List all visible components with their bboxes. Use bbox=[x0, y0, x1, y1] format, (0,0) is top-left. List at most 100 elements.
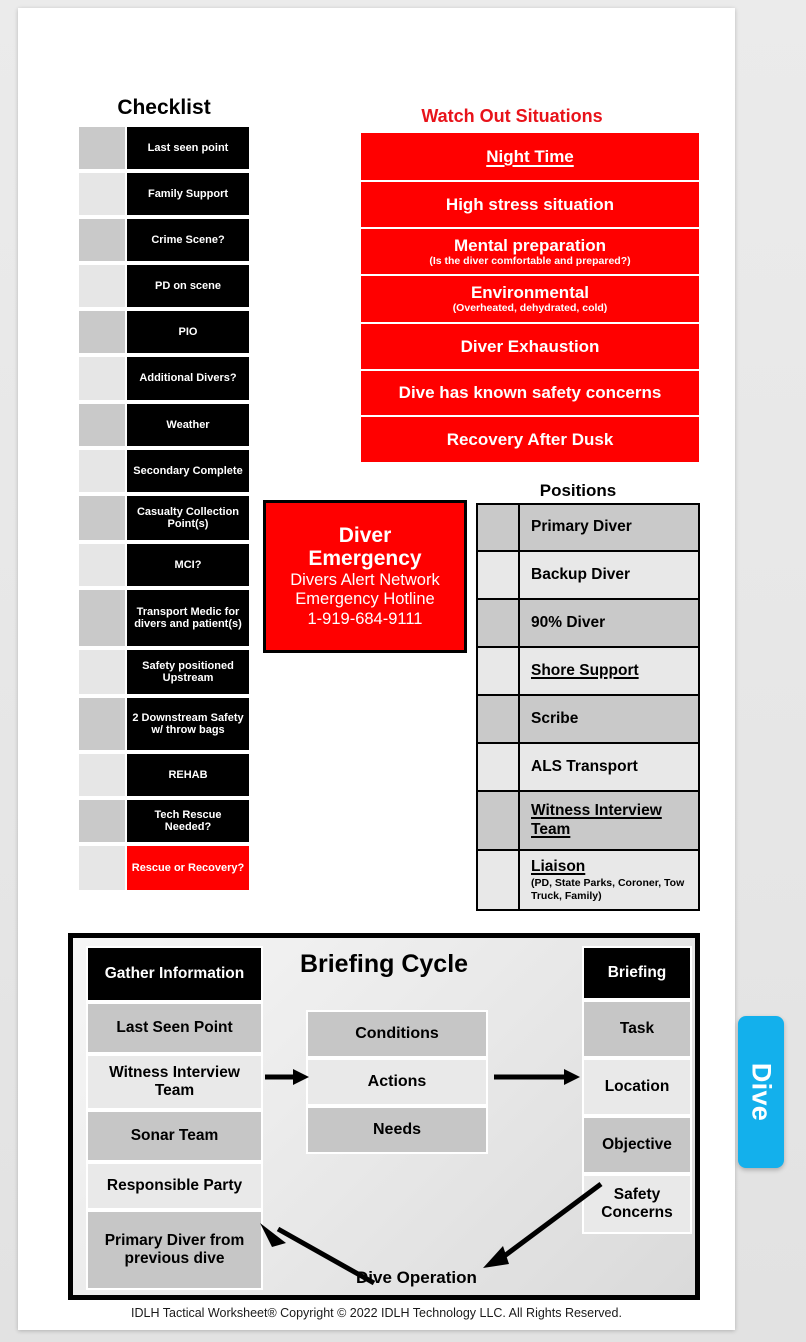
checklist-checkbox[interactable] bbox=[78, 449, 126, 493]
dive-side-tab[interactable]: Dive bbox=[738, 1016, 784, 1168]
positions-checkbox[interactable] bbox=[478, 600, 520, 646]
checklist-row: PIO bbox=[78, 310, 250, 354]
positions-item-cell: Backup Diver bbox=[520, 552, 698, 598]
checklist-checkbox[interactable] bbox=[78, 356, 126, 401]
positions-row: Primary Diver bbox=[478, 505, 698, 552]
watch-out-main-text: Diver Exhaustion bbox=[460, 336, 600, 356]
positions-item-cell: Shore Support bbox=[520, 648, 698, 694]
positions-row: Liaison(PD, State Parks, Coroner, Tow Tr… bbox=[478, 851, 698, 909]
checklist-title: Checklist bbox=[117, 96, 211, 119]
positions-item-label: Backup Diver bbox=[531, 565, 631, 583]
positions-item-cell: 90% Diver bbox=[520, 600, 698, 646]
checklist-row: Crime Scene? bbox=[78, 218, 250, 262]
checklist-item-label: Additional Divers? bbox=[126, 356, 250, 401]
positions-checkbox[interactable] bbox=[478, 696, 520, 742]
checklist-row: Family Support bbox=[78, 172, 250, 216]
briefing-left-cell: Sonar Team bbox=[86, 1110, 263, 1162]
checklist-row: Last seen point bbox=[78, 126, 250, 170]
positions-row: ALS Transport bbox=[478, 744, 698, 792]
dive-side-tab-label: Dive bbox=[746, 1062, 777, 1122]
briefing-middle-cell: Conditions bbox=[306, 1010, 488, 1058]
positions-checkbox[interactable] bbox=[478, 552, 520, 598]
briefing-left-cell: Primary Diver from previous dive bbox=[86, 1210, 263, 1290]
checklist-checkbox[interactable] bbox=[78, 218, 126, 262]
watch-out-main-text: High stress situation bbox=[445, 194, 615, 214]
briefing-cycle-title: Briefing Cycle bbox=[299, 950, 469, 978]
emergency-line-2: Emergency bbox=[308, 547, 422, 571]
checklist-item-label: Crime Scene? bbox=[126, 218, 250, 262]
positions-item-label: Primary Diver bbox=[531, 518, 632, 536]
watch-out-sub-text: (Is the diver comfortable and prepared?) bbox=[429, 254, 631, 267]
positions-checkbox[interactable] bbox=[478, 744, 520, 790]
briefing-left-cell: Responsible Party bbox=[86, 1162, 263, 1210]
watch-out-sub-text: (Overheated, dehydrated, cold) bbox=[452, 302, 608, 315]
checklist-item-label: PIO bbox=[126, 310, 250, 354]
checklist-checkbox[interactable] bbox=[78, 495, 126, 541]
positions-checkbox[interactable] bbox=[478, 505, 520, 550]
checklist-checkbox[interactable] bbox=[78, 172, 126, 216]
positions-item-label: ALS Transport bbox=[531, 757, 638, 775]
positions-item-cell: ALS Transport bbox=[520, 744, 698, 790]
positions-checkbox[interactable] bbox=[478, 792, 520, 849]
briefing-left-cell: Witness Interview Team bbox=[86, 1054, 263, 1110]
watch-out-row: Night Time bbox=[360, 132, 700, 181]
checklist-checkbox[interactable] bbox=[78, 543, 126, 587]
checklist-checkbox[interactable] bbox=[78, 845, 126, 891]
positions-item-label: Witness Interview Team bbox=[531, 801, 662, 838]
positions-checkbox[interactable] bbox=[478, 851, 520, 909]
positions-item-label: Shore Support bbox=[531, 661, 639, 679]
checklist-checkbox[interactable] bbox=[78, 799, 126, 843]
checklist-row: Tech Rescue Needed? bbox=[78, 799, 250, 843]
checklist-item-label: REHAB bbox=[126, 753, 250, 797]
checklist-row: PD on scene bbox=[78, 264, 250, 308]
briefing-right-cell: Briefing bbox=[582, 946, 692, 1000]
checklist-checkbox[interactable] bbox=[78, 264, 126, 308]
positions-item-cell: Scribe bbox=[520, 696, 698, 742]
arrow-left-to-middle-icon bbox=[265, 1069, 309, 1085]
checklist-row: Weather bbox=[78, 403, 250, 447]
checklist-item-label: Last seen point bbox=[126, 126, 250, 170]
positions-row: Witness Interview Team bbox=[478, 792, 698, 851]
checklist-row: Transport Medic for divers and patient(s… bbox=[78, 589, 250, 647]
checklist-checkbox[interactable] bbox=[78, 753, 126, 797]
checklist-row: 2 Downstream Safety w/ throw bags bbox=[78, 697, 250, 751]
positions-item-cell: Liaison(PD, State Parks, Coroner, Tow Tr… bbox=[520, 851, 698, 909]
checklist-row: Rescue or Recovery? bbox=[78, 845, 250, 891]
watch-out-row: Environmental(Overheated, dehydrated, co… bbox=[360, 275, 700, 323]
checklist-item-label: Family Support bbox=[126, 172, 250, 216]
watch-out-main-text: Mental preparation bbox=[453, 235, 607, 255]
checklist-checkbox[interactable] bbox=[78, 649, 126, 695]
diver-emergency-box: Diver Emergency Divers Alert Network Eme… bbox=[263, 500, 467, 653]
positions-row: Shore Support bbox=[478, 648, 698, 696]
checklist-checkbox[interactable] bbox=[78, 310, 126, 354]
emergency-line-1: Diver bbox=[338, 523, 392, 547]
checklist-checkbox[interactable] bbox=[78, 697, 126, 751]
checklist-item-label: 2 Downstream Safety w/ throw bags bbox=[126, 697, 250, 751]
positions-item-label: Scribe bbox=[531, 709, 579, 727]
checklist-item-label: Rescue or Recovery? bbox=[126, 845, 250, 891]
checklist-checkbox[interactable] bbox=[78, 403, 126, 447]
briefing-middle-cell: Actions bbox=[306, 1058, 488, 1106]
checklist-row: Safety positioned Upstream bbox=[78, 649, 250, 695]
copyright-footer: IDLH Tactical Worksheet® Copyright © 202… bbox=[131, 1306, 622, 1320]
emergency-phone-number: 1-919-684-9111 bbox=[307, 609, 423, 628]
checklist-item-label: MCI? bbox=[126, 543, 250, 587]
checklist-checkbox[interactable] bbox=[78, 589, 126, 647]
watch-out-row: Mental preparation(Is the diver comforta… bbox=[360, 228, 700, 275]
checklist-item-label: PD on scene bbox=[126, 264, 250, 308]
checklist-checkbox[interactable] bbox=[78, 126, 126, 170]
emergency-line-4: Emergency Hotline bbox=[295, 590, 435, 609]
positions-checkbox[interactable] bbox=[478, 648, 520, 694]
briefing-left-cell: Last Seen Point bbox=[86, 1002, 263, 1054]
positions-row: 90% Diver bbox=[478, 600, 698, 648]
watch-out-main-text: Dive has known safety concerns bbox=[398, 383, 662, 403]
briefing-right-cell: Location bbox=[582, 1058, 692, 1116]
watch-out-main-text: Environmental bbox=[470, 283, 590, 303]
